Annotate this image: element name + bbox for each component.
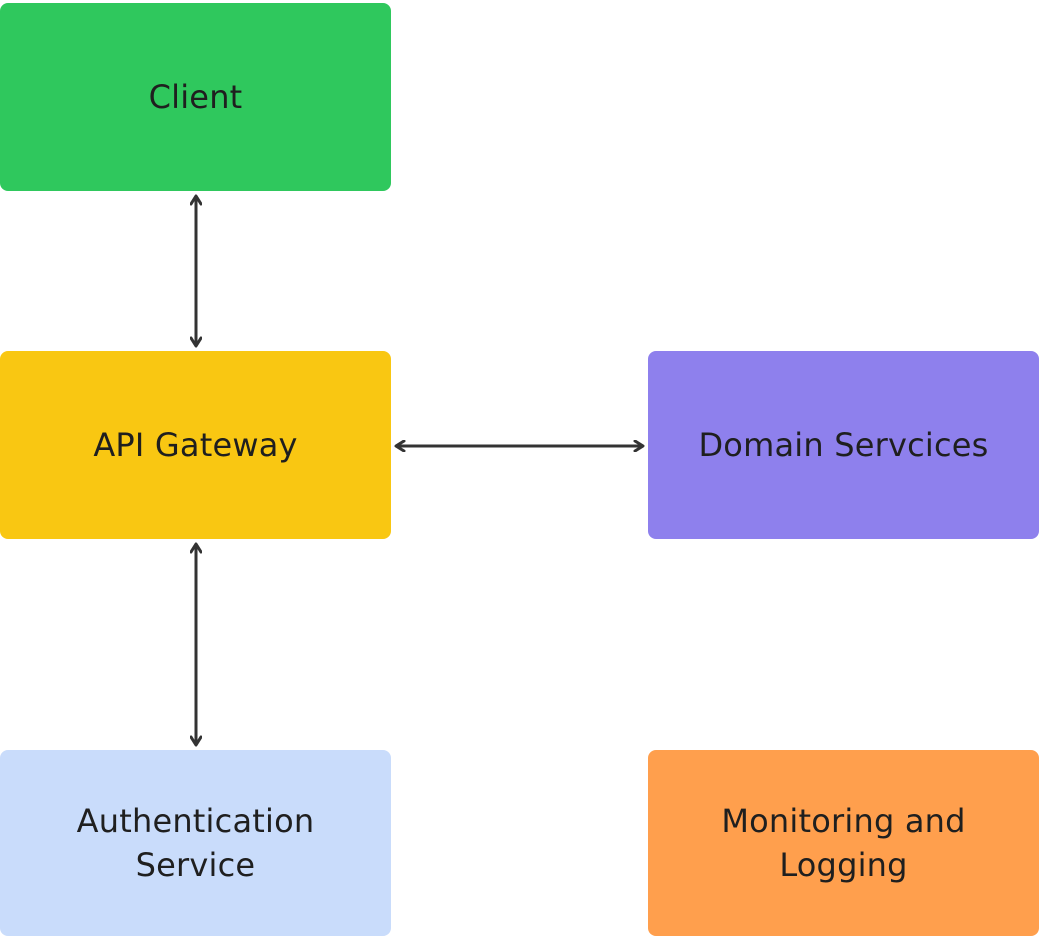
- monitoring-logging-node: Monitoring and Logging: [648, 750, 1039, 936]
- client-node: Client: [0, 3, 391, 191]
- api-gateway-node: API Gateway: [0, 351, 391, 539]
- client-label: Client: [148, 78, 243, 116]
- authentication-service-label: Authentication Service: [76, 802, 315, 884]
- api-gateway-label: API Gateway: [93, 426, 298, 464]
- authentication-service-node: Authentication Service: [0, 750, 391, 936]
- monitoring-logging-label: Monitoring and Logging: [721, 802, 966, 884]
- domain-services-label: Domain Servcices: [698, 426, 989, 464]
- domain-services-node: Domain Servcices: [648, 351, 1039, 539]
